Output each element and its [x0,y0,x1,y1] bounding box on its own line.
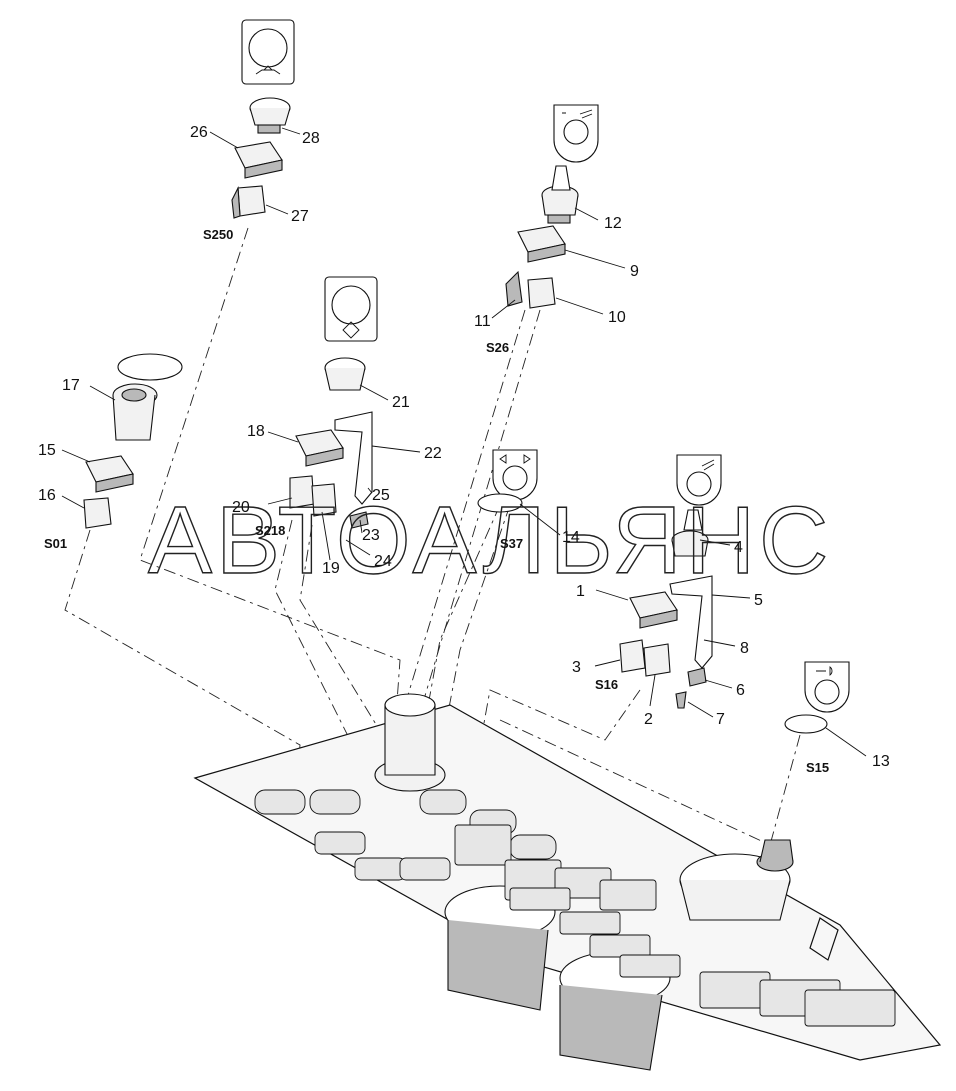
lens-cap-13 [784,714,828,734]
label-plate-21 [324,276,378,342]
hazard-symbol-icon [342,321,360,339]
leader-lines [61,127,867,757]
label-plate-13 [804,661,850,713]
switch-element-20 [289,475,337,517]
callout-10: 10 [608,309,626,326]
button-cap-28 [249,97,291,134]
callout-20: 20 [232,499,250,516]
switch-element-3 [619,639,671,677]
callout-16: 16 [38,487,56,504]
switch-element-27 [231,185,266,219]
bezel-ring-17 [117,353,183,381]
callout-22: 22 [424,445,442,462]
lights-symbol-icon [816,666,833,676]
switch-knob-12 [541,165,579,224]
callout-28: 28 [302,130,320,147]
bracket-22 [334,411,373,505]
callout-27: 27 [291,208,309,225]
contact-block-9 [517,225,566,263]
clip-23 [349,511,369,529]
horn-symbol-icon [255,65,281,75]
contact-block-1 [629,591,678,629]
callout-6: 6 [736,682,745,699]
callout-21: 21 [392,394,410,411]
callout-1: 1 [576,583,585,600]
contact-block-26 [234,141,283,179]
lens-cap-14 [477,493,523,513]
code-s16: S16 [595,677,618,692]
callout-4: 4 [734,539,743,556]
watermark-text: АВТОАЛЬЯНС [148,487,832,594]
button-cap-21 [324,357,366,391]
rotary-light-switch [679,839,794,921]
wiper-symbol-icon [701,459,715,471]
switch-element-16 [83,497,112,529]
switch-knob-4 [671,509,709,557]
callout-12: 12 [604,215,622,232]
code-s37: S37 [500,536,523,551]
callout-25: 25 [372,487,390,504]
key-switch-17 [112,383,158,441]
callout-8: 8 [740,640,749,657]
wiper-symbol-icon [562,109,593,119]
callout-17: 17 [62,377,80,394]
callout-18: 18 [247,423,265,440]
label-plate-4 [676,454,722,506]
code-s26: S26 [486,340,509,355]
arrows-symbol-icon [499,454,531,464]
callout-19: 19 [322,560,340,577]
code-s01: S01 [44,536,67,551]
callout-24: 24 [374,553,392,570]
callout-2: 2 [644,711,653,728]
steering-column-knob [374,693,446,792]
switch-element-10 [505,270,556,309]
callout-15: 15 [38,442,56,459]
screw-7 [675,691,687,709]
label-plate-12 [553,104,599,163]
callout-7: 7 [716,711,725,728]
callout-23: 23 [362,527,380,544]
code-s218: S218 [255,523,285,538]
switch-plates [254,789,896,1027]
clip-6 [687,667,707,687]
callout-26: 26 [190,124,208,141]
contact-block-18 [295,429,344,467]
callout-numbers: 28 26 27 12 9 10 11 21 22 18 25 20 23 24… [38,124,890,770]
callout-11: 11 [474,313,491,330]
callout-3: 3 [572,659,581,676]
code-s15: S15 [806,760,829,775]
callout-14: 14 [562,529,580,546]
dashboard-panel [193,693,942,1071]
contact-block-15 [85,455,134,493]
callout-9: 9 [630,263,639,280]
code-s250: S250 [203,227,233,242]
callout-5: 5 [754,592,763,609]
bracket-5 [669,575,713,669]
callout-13: 13 [872,753,890,770]
switch-codes: S250 S26 S218 S01 S37 S16 S15 [44,227,829,775]
label-plate-28 [241,19,295,85]
